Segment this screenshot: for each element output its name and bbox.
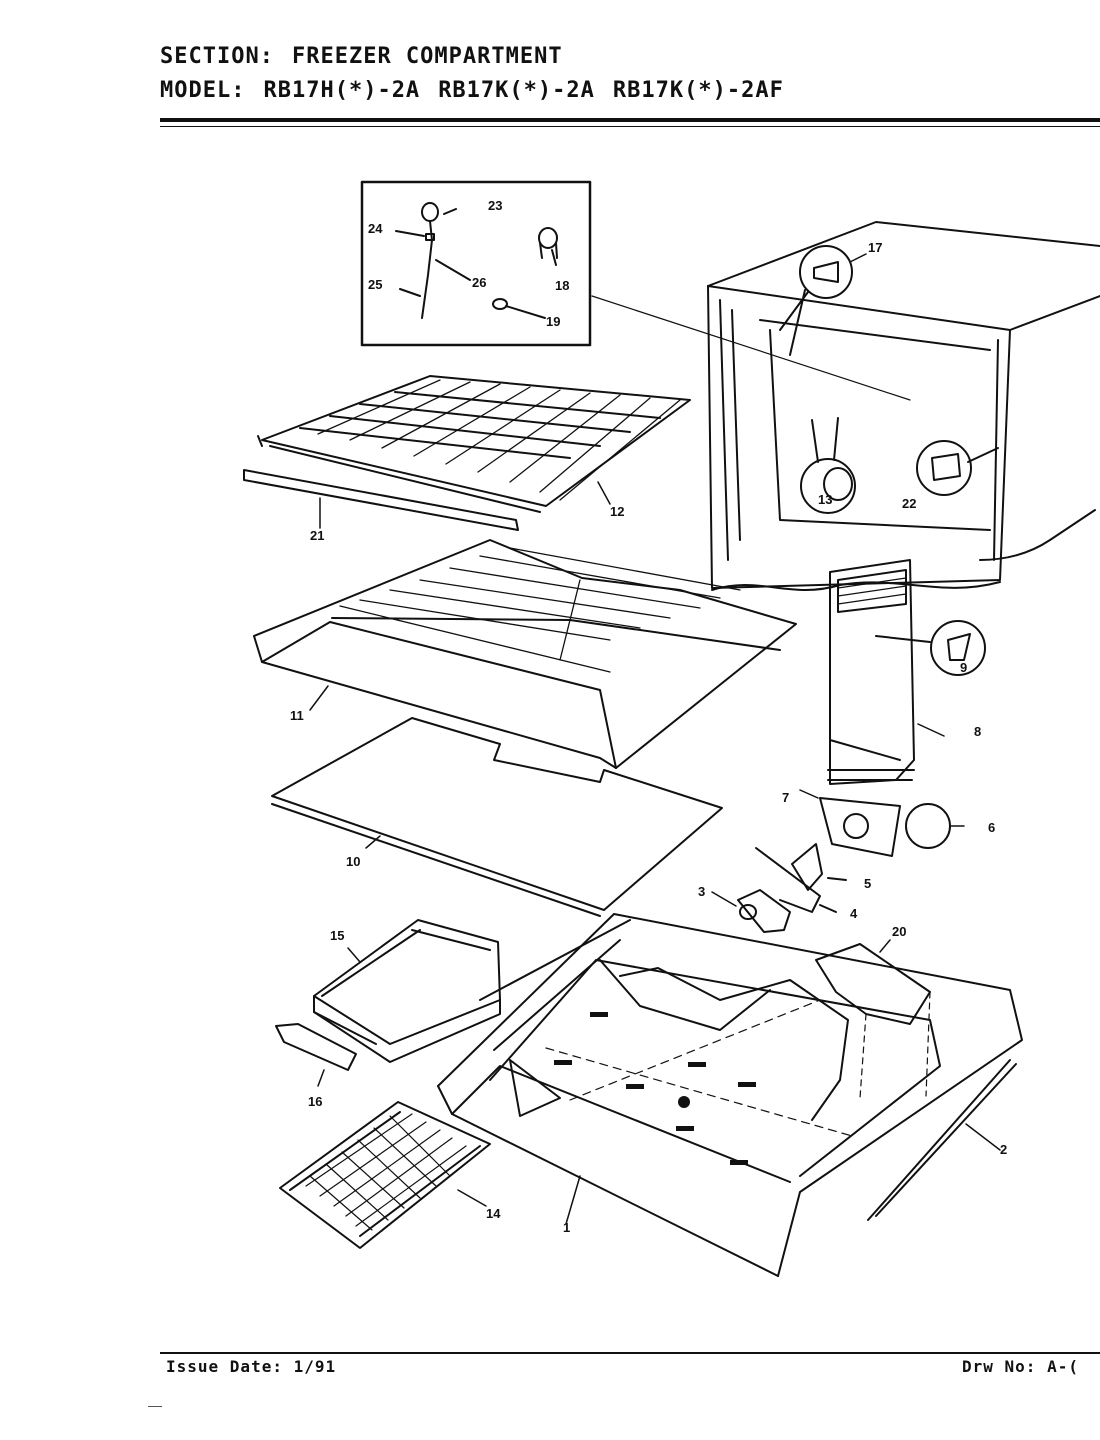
callout-11: 11 bbox=[290, 708, 304, 723]
section-label: SECTION: bbox=[160, 44, 274, 69]
model-number: RB17H(*)-2A bbox=[263, 78, 421, 103]
model-label: MODEL: bbox=[160, 78, 246, 103]
issue-date-label: Issue Date: bbox=[166, 1357, 283, 1376]
drawing-number: Drw No: A-( bbox=[962, 1357, 1079, 1376]
callout-15: 15 bbox=[330, 928, 344, 943]
callout-23: 23 bbox=[488, 198, 502, 213]
callout-labels: 1 2 3 4 5 6 7 8 9 10 11 12 13 14 15 16 1… bbox=[290, 198, 1007, 1235]
drawing-number-value: A-( bbox=[1047, 1357, 1079, 1376]
drawing-number-label: Drw No: bbox=[962, 1357, 1037, 1376]
callout-22: 22 bbox=[902, 496, 916, 511]
callout-12: 12 bbox=[610, 504, 624, 519]
callout-6: 6 bbox=[988, 820, 995, 835]
callout-8: 8 bbox=[974, 724, 981, 739]
header-rule-thin bbox=[160, 126, 1100, 127]
callout-2: 2 bbox=[1000, 1142, 1007, 1157]
freezer-liner bbox=[437, 913, 1023, 1277]
ice-cube-tray bbox=[279, 1101, 491, 1249]
section-heading: SECTION: FREEZER COMPARTMENT bbox=[160, 44, 563, 69]
callout-3: 3 bbox=[698, 884, 705, 899]
callout-5: 5 bbox=[864, 876, 871, 891]
hardware-inset bbox=[360, 180, 592, 347]
callout-7: 7 bbox=[782, 790, 789, 805]
callout-13: 13 bbox=[818, 492, 832, 507]
callout-4: 4 bbox=[850, 906, 858, 921]
footer-rule bbox=[160, 1352, 1100, 1354]
freezer-shelf bbox=[253, 539, 797, 769]
model-number: RB17K(*)-2AF bbox=[612, 78, 784, 103]
shelf-panel bbox=[271, 717, 723, 917]
callout-1: 1 bbox=[563, 1220, 570, 1235]
callout-20: 20 bbox=[892, 924, 906, 939]
header-rule bbox=[160, 118, 1100, 122]
inset-leader bbox=[591, 295, 911, 401]
evaporator-fan-assembly bbox=[711, 559, 986, 933]
page-mark bbox=[148, 1406, 162, 1407]
callout-24: 24 bbox=[368, 221, 383, 236]
issue-date-value: 1/91 bbox=[293, 1357, 337, 1376]
callout-9: 9 bbox=[960, 660, 967, 675]
section-value: FREEZER COMPARTMENT bbox=[291, 44, 563, 69]
model-heading: MODEL: RB17H(*)-2A RB17K(*)-2A RB17K(*)-2AF bbox=[160, 78, 802, 103]
callout-26: 26 bbox=[472, 275, 486, 290]
issue-date: Issue Date: 1/91 bbox=[166, 1357, 336, 1376]
callout-25: 25 bbox=[368, 277, 382, 292]
callout-18: 18 bbox=[555, 278, 569, 293]
callout-16: 16 bbox=[308, 1094, 322, 1109]
callout-10: 10 bbox=[346, 854, 360, 869]
callout-17: 17 bbox=[868, 240, 882, 255]
freezer-cabinet bbox=[707, 221, 1100, 591]
wire-shelf bbox=[243, 375, 691, 531]
callout-19: 19 bbox=[546, 314, 560, 329]
model-number: RB17K(*)-2A bbox=[438, 78, 595, 103]
callout-21: 21 bbox=[310, 528, 324, 543]
ice-bin bbox=[275, 919, 501, 1087]
callout-14: 14 bbox=[486, 1206, 501, 1221]
